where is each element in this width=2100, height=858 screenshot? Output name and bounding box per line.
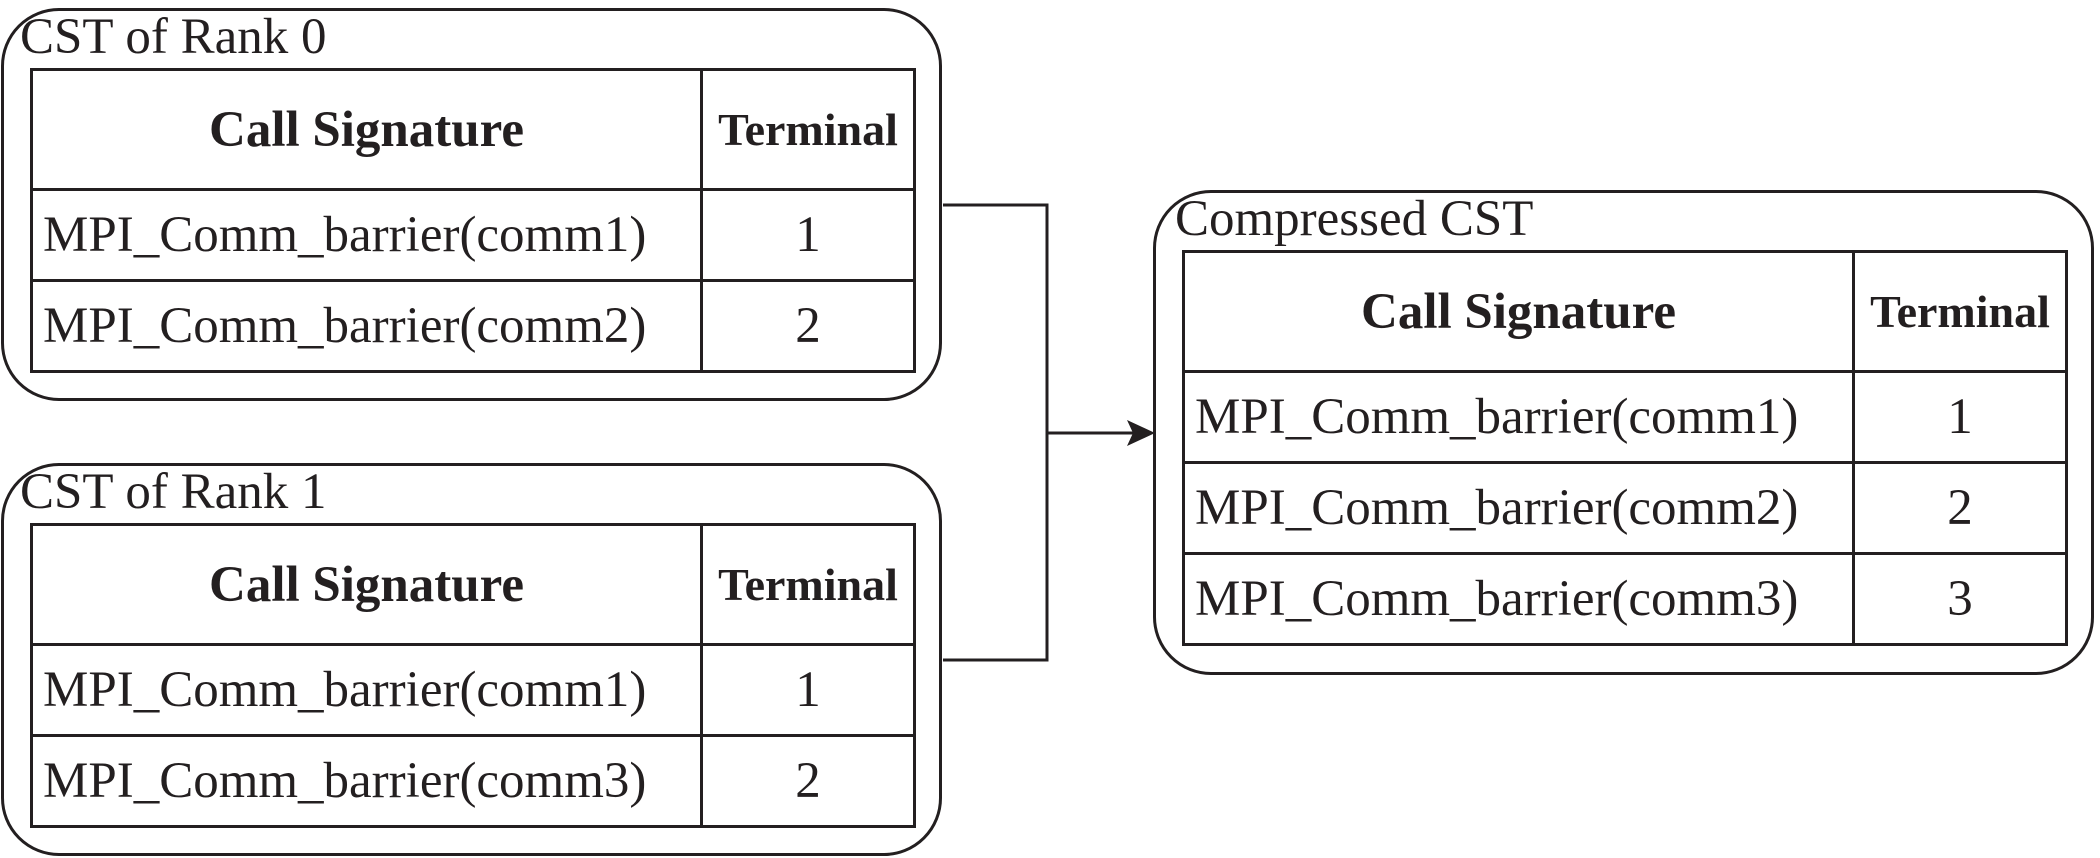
terminal-cell: 1 <box>700 188 916 282</box>
compressed-panel <box>1153 190 2094 675</box>
call-signature-cell: MPI_Comm_barrier(comm2) <box>1182 461 1855 555</box>
table-row: MPI_Comm_barrier(comm1) 1 <box>30 643 916 737</box>
terminal-cell: 2 <box>700 734 916 828</box>
table-header-row: Call Signature Terminal <box>30 68 916 191</box>
call-signature-cell: MPI_Comm_barrier(comm1) <box>30 188 703 282</box>
table-row: MPI_Comm_barrier(comm3) 2 <box>30 734 916 828</box>
table-row: MPI_Comm_barrier(comm2) 2 <box>30 279 916 373</box>
call-signature-cell: MPI_Comm_barrier(comm2) <box>30 279 703 373</box>
rank0-title: CST of Rank 0 <box>20 9 327 65</box>
table-header-row: Call Signature Terminal <box>1182 250 2068 373</box>
rank0-table: Call Signature Terminal MPI_Comm_barrier… <box>30 68 916 373</box>
terminal-cell: 1 <box>700 643 916 737</box>
terminal-cell: 1 <box>1852 370 2068 464</box>
compressed-title: Compressed CST <box>1175 191 1534 247</box>
rank1-title: CST of Rank 1 <box>20 464 327 520</box>
rank0-connector-line <box>943 203 1049 662</box>
call-signature-cell: MPI_Comm_barrier(comm1) <box>1182 370 1855 464</box>
terminal-header: Terminal <box>700 68 916 191</box>
rank0-panel <box>1 8 942 401</box>
terminal-cell: 3 <box>1852 552 2068 646</box>
call-signature-cell: MPI_Comm_barrier(comm1) <box>30 643 703 737</box>
terminal-header: Terminal <box>1852 250 2068 373</box>
call-signature-header: Call Signature <box>30 68 703 191</box>
terminal-cell: 2 <box>700 279 916 373</box>
compressed-table: Call Signature Terminal MPI_Comm_barrier… <box>1182 250 2068 646</box>
table-row: MPI_Comm_barrier(comm1) 1 <box>30 188 916 282</box>
rank1-table: Call Signature Terminal MPI_Comm_barrier… <box>30 523 916 828</box>
call-signature-cell: MPI_Comm_barrier(comm3) <box>1182 552 1855 646</box>
call-signature-header: Call Signature <box>1182 250 1855 373</box>
table-row: MPI_Comm_barrier(comm2) 2 <box>1182 461 2068 555</box>
call-signature-header: Call Signature <box>30 523 703 646</box>
call-signature-cell: MPI_Comm_barrier(comm3) <box>30 734 703 828</box>
rank1-panel <box>1 463 942 856</box>
terminal-header: Terminal <box>700 523 916 646</box>
table-header-row: Call Signature Terminal <box>30 523 916 646</box>
terminal-cell: 2 <box>1852 461 2068 555</box>
table-row: MPI_Comm_barrier(comm3) 3 <box>1182 552 2068 646</box>
table-row: MPI_Comm_barrier(comm1) 1 <box>1182 370 2068 464</box>
merge-arrowhead <box>1127 420 1155 446</box>
